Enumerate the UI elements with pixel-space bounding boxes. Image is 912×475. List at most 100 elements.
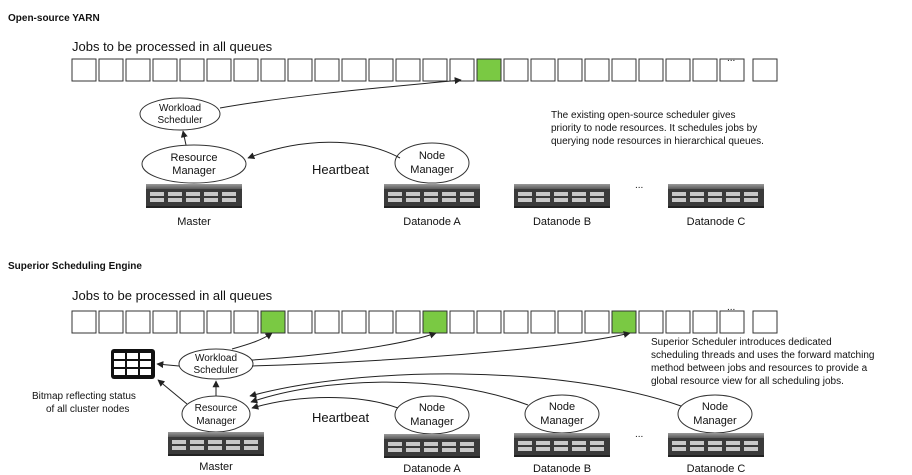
bottom-job-slot xyxy=(692,310,718,334)
top-note-line3: querying node resources in hierarchical … xyxy=(551,136,764,147)
top-job-slot xyxy=(341,58,367,82)
top-job-slot-last xyxy=(752,58,778,82)
top-workload-scheduler: Workload Scheduler xyxy=(139,97,221,131)
top-job-slot xyxy=(179,58,205,82)
top-resource-manager: Resource Manager xyxy=(141,144,247,184)
bottom-job-slot xyxy=(611,310,637,334)
bottom-job-slot xyxy=(98,310,124,334)
bottom-job-slot xyxy=(260,310,286,334)
top-job-slot xyxy=(611,58,637,82)
top-job-queue xyxy=(71,58,778,82)
bottom-node-manager-c-line1: Node xyxy=(702,401,728,413)
bottom-arrow-heartbeat-c xyxy=(249,373,682,407)
top-resource-manager-line1: Resource xyxy=(170,152,217,164)
top-note-line2: priority to node resources. It schedules… xyxy=(551,123,757,134)
top-job-slot xyxy=(638,58,664,82)
bottom-heartbeat-label: Heartbeat xyxy=(312,410,369,425)
bottom-arrow-to-job-2 xyxy=(251,331,437,361)
bottom-node-manager-a-line1: Node xyxy=(419,402,445,414)
top-arrow-heartbeat xyxy=(247,141,401,160)
bottom-note-line1: Superior Scheduler introduces dedicated xyxy=(651,337,832,348)
bottom-resource-manager: Resource Manager xyxy=(181,395,251,433)
top-job-slot xyxy=(368,58,394,82)
bottom-node-manager-c-line2: Manager xyxy=(693,415,737,427)
top-job-slot xyxy=(260,58,286,82)
top-node-manager-line2: Manager xyxy=(410,164,454,176)
bottom-job-slot xyxy=(152,310,178,334)
bottom-server-ellipsis: ... xyxy=(635,429,643,440)
bottom-note: Superior Scheduler introduces dedicated … xyxy=(651,337,874,387)
top-section-title: Open-source YARN xyxy=(8,13,100,24)
bottom-server-datanode-c xyxy=(668,433,764,457)
bottom-queue-label: Jobs to be processed in all queues xyxy=(72,288,273,303)
bottom-datanode-c-label: Datanode C xyxy=(687,463,746,475)
bottom-job-queue xyxy=(71,310,778,334)
bottom-arrow-rm-to-bitmap xyxy=(157,379,188,405)
top-job-slot xyxy=(692,58,718,82)
top-job-slot xyxy=(71,58,97,82)
top-job-slot xyxy=(476,58,502,82)
top-job-slot xyxy=(125,58,151,82)
top-job-slot xyxy=(206,58,232,82)
bottom-datanode-b-label: Datanode B xyxy=(533,463,591,475)
bottom-server-datanode-a xyxy=(384,434,480,458)
bottom-queue-ellipsis: ... xyxy=(727,302,735,313)
top-section: Open-source YARN Jobs to be processed in… xyxy=(8,13,778,228)
bottom-arrow-ws-to-bitmap xyxy=(156,361,180,369)
top-job-slot xyxy=(395,58,421,82)
top-node-manager-line1: Node xyxy=(419,150,445,162)
top-job-slot xyxy=(422,58,448,82)
bitmap-label-line1: Bitmap reflecting status xyxy=(32,391,136,402)
top-job-slot xyxy=(719,58,745,82)
bottom-workload-scheduler-line2: Scheduler xyxy=(193,365,239,376)
top-datanode-a-label: Datanode A xyxy=(403,216,461,228)
bottom-job-slot xyxy=(368,310,394,334)
bottom-arrow-heartbeat-b xyxy=(250,381,529,406)
top-job-slot xyxy=(98,58,124,82)
bottom-job-slot xyxy=(449,310,475,334)
bottom-master-label: Master xyxy=(199,461,233,473)
top-job-slot xyxy=(233,58,259,82)
top-job-slot xyxy=(287,58,313,82)
bottom-node-manager-a: Node Manager xyxy=(394,395,470,435)
bottom-resource-manager-line1: Resource xyxy=(195,403,238,414)
top-note-line1: The existing open-source scheduler gives xyxy=(551,110,736,121)
top-server-ellipsis: ... xyxy=(635,180,643,191)
bottom-job-slot xyxy=(719,310,745,334)
top-workload-scheduler-line2: Scheduler xyxy=(157,115,203,126)
top-server-datanode-b xyxy=(514,184,610,208)
bottom-job-slot xyxy=(584,310,610,334)
top-resource-manager-line2: Manager xyxy=(172,165,216,177)
top-job-slot xyxy=(503,58,529,82)
top-server-master xyxy=(146,184,242,208)
bottom-node-manager-b-line1: Node xyxy=(549,401,575,413)
bitmap-label-line2: of all cluster nodes xyxy=(46,404,129,415)
bottom-job-slot xyxy=(665,310,691,334)
top-server-datanode-c xyxy=(668,184,764,208)
bottom-job-slot xyxy=(233,310,259,334)
bottom-job-slot xyxy=(557,310,583,334)
bottom-job-slot-last xyxy=(752,310,778,334)
bottom-node-manager-a-line2: Manager xyxy=(410,416,454,428)
bottom-server-master xyxy=(168,432,264,456)
bottom-job-slot xyxy=(476,310,502,334)
bottom-node-manager-b-line2: Manager xyxy=(540,415,584,427)
top-master-label: Master xyxy=(177,216,211,228)
top-queue-ellipsis: ... xyxy=(727,53,735,64)
top-job-slot xyxy=(314,58,340,82)
top-job-slot xyxy=(152,58,178,82)
bottom-note-line2: scheduling threads and uses the forward … xyxy=(651,350,874,361)
top-queue-label: Jobs to be processed in all queues xyxy=(72,39,273,54)
bottom-job-slot xyxy=(395,310,421,334)
bottom-workload-scheduler-line1: Workload xyxy=(195,353,237,364)
bottom-resource-manager-line2: Manager xyxy=(196,416,236,427)
bitmap-table-icon xyxy=(111,349,155,379)
bottom-job-slot xyxy=(287,310,313,334)
top-note: The existing open-source scheduler gives… xyxy=(551,110,764,147)
bottom-section-title: Superior Scheduling Engine xyxy=(8,261,142,272)
bottom-arrow-to-job-1 xyxy=(231,332,273,350)
bottom-arrow-to-job-3 xyxy=(251,331,631,367)
bottom-job-slot xyxy=(422,310,448,334)
bottom-note-line3: method between jobs and resources to pro… xyxy=(651,363,868,374)
